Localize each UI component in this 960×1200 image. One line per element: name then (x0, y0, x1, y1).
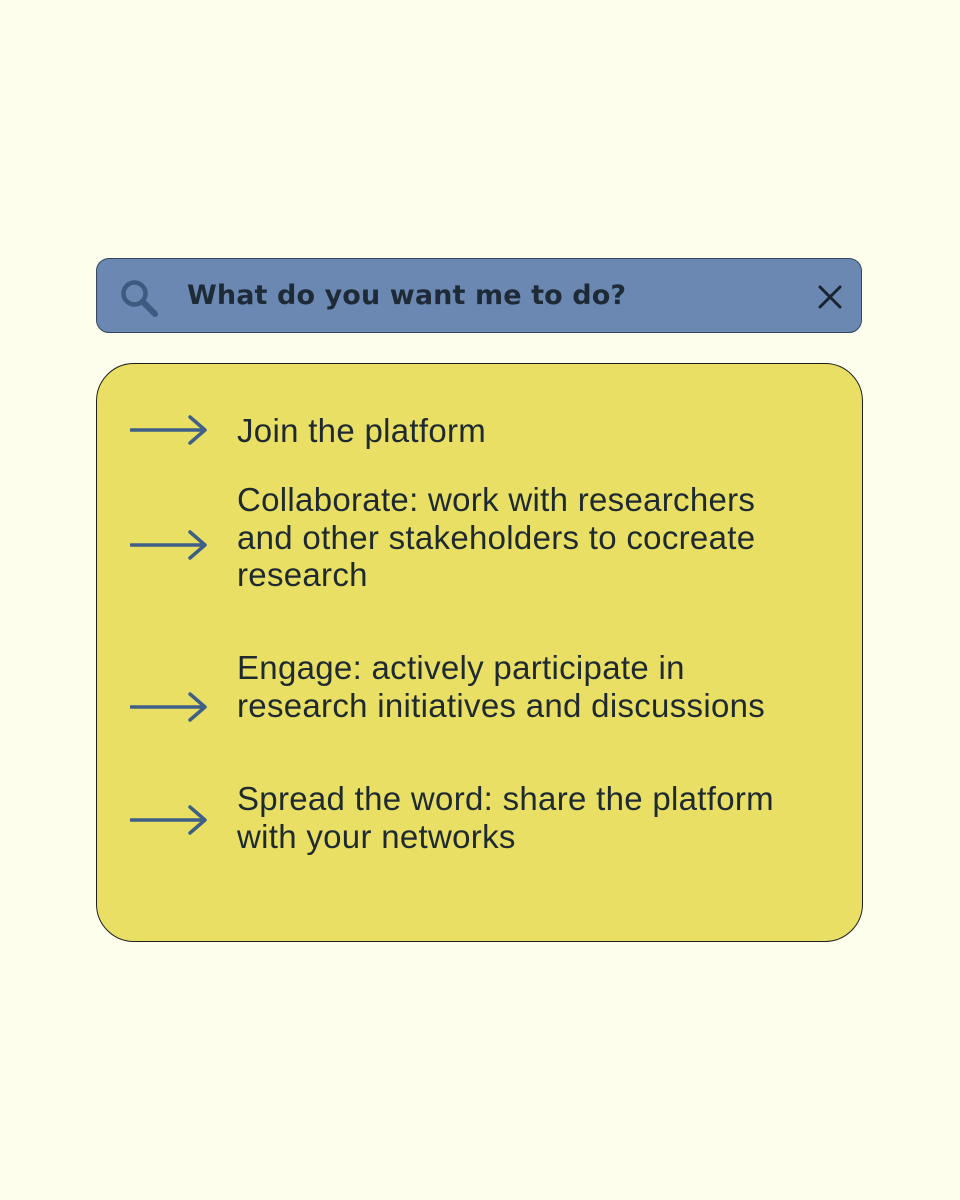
arrow-right-icon (129, 415, 208, 445)
option-label: Spread the word: share the platform with… (237, 780, 774, 855)
arrow-right-icon (129, 692, 208, 722)
search-prompt: What do you want me to do? (187, 280, 627, 311)
search-bar[interactable]: What do you want me to do? (96, 258, 862, 333)
option-label: Collaborate: work with researchers and o… (237, 481, 756, 593)
search-icon (119, 278, 159, 318)
option-label: Engage: actively participate in research… (237, 649, 766, 724)
arrow-right-icon (129, 530, 208, 560)
close-icon[interactable] (817, 284, 843, 310)
arrow-right-icon (129, 805, 208, 835)
option-label: Join the platform (237, 412, 487, 449)
options-panel: Join the platform Collaborate: work with… (96, 363, 863, 942)
